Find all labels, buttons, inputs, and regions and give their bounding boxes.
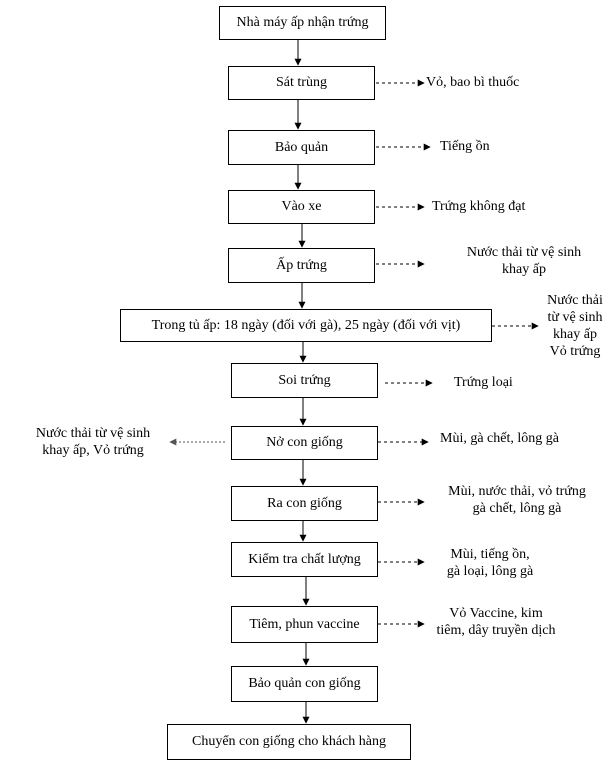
output-kiem-tra-line-1: Mùi, tiếng ồn, [450,547,530,562]
output-no-left-line-1: Nước thải từ vệ sinh [35,426,151,441]
step-sat-trung: Sát trùng [228,66,375,100]
output-tu-ap-line-3: khay ấp [553,327,597,342]
step-trong-tu-ap: Trong tủ ấp: 18 ngày (đối với gà), 25 ng… [120,309,492,342]
step-no-con-giong: Nở con giống [231,426,378,460]
output-ap-trung-line-1: Nước thải từ vệ sinh [466,245,582,260]
step-ap-trung: Ấp trứng [228,248,375,283]
output-no-right: Mùi, gà chết, lông gà [440,431,559,446]
step-kiem-tra: Kiểm tra chất lượng [231,542,378,577]
output-tu-ap-line-2: từ vệ sinh [547,310,603,325]
output-ra-line-2: gà chết, lông gà [472,501,562,516]
output-bao-quan: Tiếng ồn [440,139,490,154]
output-tiem-line-1: Vỏ Vaccine, kim [449,606,543,621]
output-vao-xe: Trứng không đạt [432,199,526,214]
output-no-left: Nước thải từ vệ sinh khay ấp, Vỏ trứng [24,425,162,459]
output-ra-line-1: Mùi, nước thải, vỏ trứng [448,484,586,499]
output-soi-trung: Trứng loại [454,375,513,390]
output-kiem-tra-line-2: gà loại, lông gà [446,564,534,579]
step-soi-trung: Soi trứng [231,363,378,398]
output-tu-ap-line-4: Vỏ trứng [549,344,601,359]
output-ap-trung-line-2: khay ấp [502,262,546,277]
step-vao-xe: Vào xe [228,190,375,224]
output-kiem-tra: Mùi, tiếng ồn, gà loại, lông gà [430,546,550,580]
step-bao-quan-con-giong: Bảo quản con giống [231,666,378,702]
output-ap-trung: Nước thải từ vệ sinh khay ấp [442,244,606,278]
output-tu-ap: Nước thải từ vệ sinh khay ấp Vỏ trứng [540,292,610,360]
step-chuyen-con-giong: Chuyển con giống cho khách hàng [167,724,411,760]
step-tiem-vaccine: Tiêm, phun vaccine [231,606,378,643]
output-sat-trung: Vỏ, bao bì thuốc [426,75,520,90]
output-no-left-line-2: khay ấp, Vỏ trứng [42,443,144,458]
output-tu-ap-line-1: Nước thải [547,293,603,308]
output-tiem-line-2: tiêm, dây truyền dịch [436,623,556,638]
step-ra-con-giong: Ra con giống [231,486,378,521]
step-bao-quan: Bảo quản [228,130,375,165]
output-tiem: Vỏ Vaccine, kim tiêm, dây truyền dịch [428,605,564,639]
step-nha-may-ap: Nhà máy ấp nhận trứng [219,6,386,40]
output-ra-con-giong: Mùi, nước thải, vỏ trứng gà chết, lông g… [432,483,602,517]
